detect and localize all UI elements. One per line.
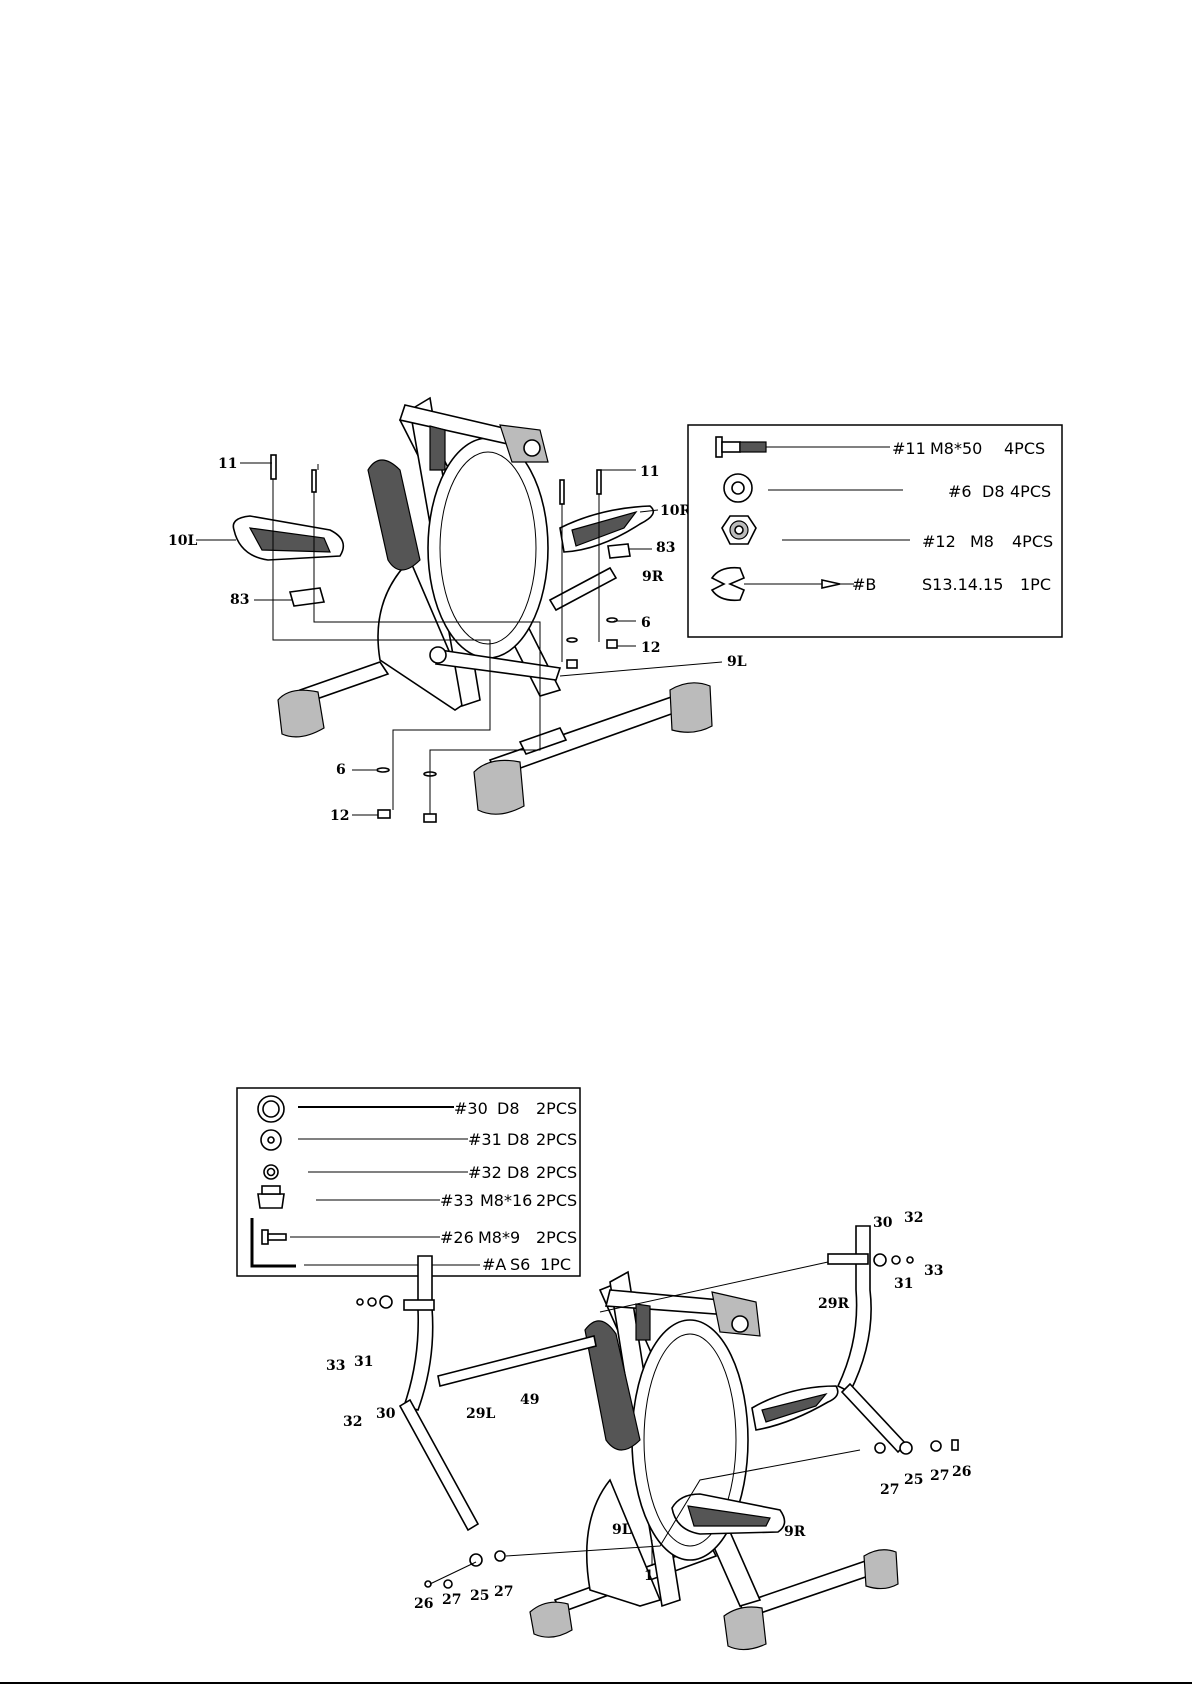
hw2-row-3-qty: 2PCS bbox=[536, 1163, 577, 1182]
callout-83-left: 83 bbox=[230, 592, 249, 608]
bolt-icon bbox=[258, 1186, 284, 1208]
hw2-row-2-qty: 2PCS bbox=[536, 1130, 577, 1149]
hw-row-2-spec: D8 bbox=[982, 482, 1005, 501]
hw-row-4-qty: 1PC bbox=[1020, 575, 1051, 594]
washer-icon bbox=[724, 474, 752, 502]
hw2-row-1-qty: 2PCS bbox=[536, 1099, 577, 1118]
callout-9R: 9R bbox=[784, 1524, 806, 1540]
hw-row-3-spec: M8 bbox=[970, 532, 994, 551]
hw2-row-6-spec: S6 bbox=[510, 1255, 530, 1274]
callout-11-left: 11 bbox=[218, 456, 237, 472]
figure1-hardware-table: #11 M8*50 4PCS #6 D8 4PCS #12 M8 4PCS #B… bbox=[688, 425, 1062, 637]
hw2-row-6-id: #A bbox=[482, 1255, 506, 1274]
callout-27-right-2: 27 bbox=[930, 1468, 949, 1484]
hw-row-2-id: #6 bbox=[948, 482, 972, 501]
callout-31-left: 31 bbox=[354, 1354, 373, 1370]
callout-25-left: 25 bbox=[470, 1588, 489, 1604]
figure1-bike-drawing bbox=[233, 398, 712, 822]
callout-29R: 29R bbox=[818, 1296, 849, 1312]
callout-26-left: 26 bbox=[414, 1596, 433, 1612]
hw-row-1-id: #11 bbox=[892, 439, 926, 458]
hw2-row-4-id: #33 bbox=[440, 1191, 474, 1210]
callout-9L: 9L bbox=[727, 654, 747, 670]
hw-row-2-qty: 4PCS bbox=[1010, 482, 1051, 501]
callout-33-left: 33 bbox=[326, 1358, 345, 1374]
callout-26-right: 26 bbox=[952, 1464, 971, 1480]
callout-11-right: 11 bbox=[640, 464, 659, 480]
hw-row-3-qty: 4PCS bbox=[1012, 532, 1053, 551]
hw2-row-5-id: #26 bbox=[440, 1228, 474, 1247]
hw2-row-6-qty: 1PC bbox=[540, 1255, 571, 1274]
callout-32-right: 32 bbox=[904, 1210, 923, 1226]
washer-icon bbox=[261, 1130, 281, 1150]
hw-row-1-qty: 4PCS bbox=[1004, 439, 1045, 458]
callout-30-left: 30 bbox=[376, 1406, 396, 1422]
figure2-bike-drawing bbox=[357, 1226, 958, 1650]
hw2-row-1-spec: D8 bbox=[497, 1099, 520, 1118]
callout-12-bottom: 12 bbox=[330, 808, 349, 824]
hw2-row-4-qty: 2PCS bbox=[536, 1191, 577, 1210]
callout-6-bottom: 6 bbox=[336, 762, 346, 778]
hw2-row-5-spec: M8*9 bbox=[478, 1228, 520, 1247]
callout-10L: 10L bbox=[168, 533, 197, 549]
callout-33-right: 33 bbox=[924, 1263, 943, 1279]
hw2-row-4-spec: M8*16 bbox=[480, 1191, 532, 1210]
figure2-hardware-table: #30 D8 2PCS #31 D8 2PCS #32 D8 2PCS #33 … bbox=[237, 1088, 580, 1276]
spring-washer-icon bbox=[264, 1165, 278, 1179]
callout-30-right: 30 bbox=[873, 1215, 893, 1231]
callout-83-right: 83 bbox=[656, 540, 675, 556]
callout-27-right-1: 27 bbox=[880, 1482, 899, 1498]
hw2-row-2-spec: D8 bbox=[507, 1130, 530, 1149]
hw2-row-5-qty: 2PCS bbox=[536, 1228, 577, 1247]
hw-row-1-spec: M8*50 bbox=[930, 439, 982, 458]
footer-mark: . bbox=[1183, 1673, 1187, 1685]
callout-9R: 9R bbox=[642, 569, 664, 585]
hw-row-4-spec: S13.14.15 bbox=[922, 575, 1003, 594]
hw2-row-2-id: #31 bbox=[468, 1130, 502, 1149]
callout-49: 49 bbox=[520, 1392, 539, 1408]
callout-27-left-1: 27 bbox=[442, 1592, 461, 1608]
hw2-row-1-id: #30 bbox=[454, 1099, 488, 1118]
hw-row-4-id: #B bbox=[852, 575, 876, 594]
nut-icon bbox=[722, 516, 756, 544]
hw2-row-3-id: #32 bbox=[468, 1163, 502, 1182]
callout-27-left-2: 27 bbox=[494, 1584, 513, 1600]
callout-32-left: 32 bbox=[343, 1414, 362, 1430]
callout-9L: 9L bbox=[612, 1522, 632, 1538]
callout-1: 1 bbox=[644, 1568, 654, 1584]
callout-6-right: 6 bbox=[641, 615, 651, 631]
hw2-row-3-spec: D8 bbox=[507, 1163, 530, 1182]
callout-25-right: 25 bbox=[904, 1472, 923, 1488]
callout-31-right: 31 bbox=[894, 1276, 913, 1292]
callout-29L: 29L bbox=[466, 1406, 495, 1422]
callout-12-right: 12 bbox=[641, 640, 660, 656]
callout-10R: 10R bbox=[660, 503, 691, 519]
washer-icon bbox=[258, 1096, 284, 1122]
hw-row-3-id: #12 bbox=[922, 532, 956, 551]
